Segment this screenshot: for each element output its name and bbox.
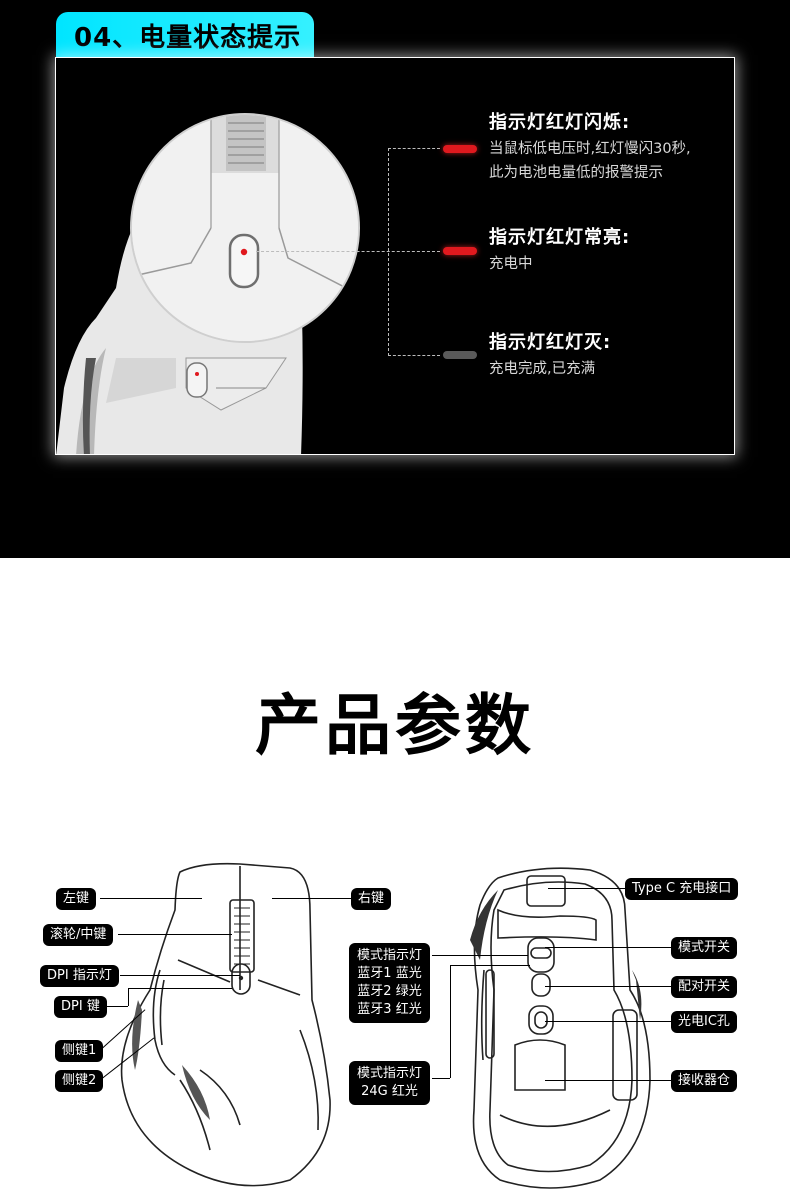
connector-line-middle [256,251,440,252]
section-title: 04、电量状态提示 [56,12,314,58]
leader-scroll-wheel [118,934,232,935]
status-description: 充电完成,已充满 [489,357,734,381]
led-red-steady [443,247,477,255]
leader-mode-indicator-bt [432,955,528,956]
label-left-button: 左键 [56,888,97,910]
status-title: 指示灯红灯闪烁: [489,112,631,133]
leader-dpi-button-vertical [128,988,129,1006]
connector-line-bottom [388,355,440,356]
label-line: 24G 红光 [361,1084,418,1099]
status-description: 当鼠标低电压时,红灯慢闪30秒, 此为电池电量低的报警提示 [489,137,734,185]
led-red-blinking [443,145,477,153]
label-line: 模式指示灯 [357,948,423,963]
label-mode-indicator-bluetooth: 模式指示灯 蓝牙1 蓝光 蓝牙2 绿光 蓝牙3 红光 [349,943,431,1023]
label-scroll-wheel: 滚轮/中键 [43,924,114,946]
status-frame: 指示灯红灯闪烁: 当鼠标低电压时,红灯慢闪30秒, 此为电池电量低的报警提示 指… [55,57,735,455]
leader-dpi-button-end [128,988,232,989]
status-title: 指示灯红灯灭: [489,332,612,353]
label-line: 蓝牙3 红光 [357,1002,422,1017]
leader-right-button [272,898,351,899]
mouse-top-view-shading [132,1000,210,1120]
status-desc-line: 充电完成,已充满 [489,361,596,377]
battery-status-section: 04、电量状态提示 [0,0,790,558]
leader-mode-switch [545,947,671,948]
connector-line-top [388,148,440,149]
label-side-button-2: 侧键2 [55,1070,104,1092]
label-dpi-button: DPI 键 [54,996,107,1018]
led-off [443,351,477,359]
label-optical-sensor: 光电IC孔 [671,1011,737,1033]
label-dpi-indicator: DPI 指示灯 [40,965,119,987]
label-pair-switch: 配对开关 [671,976,738,998]
leader-dpi-button [103,1006,128,1007]
label-mode-switch: 模式开关 [671,937,738,959]
leader-mode-indicator-24g-vertical [450,965,451,1078]
leader-left-button [100,898,202,899]
status-steady: 指示灯红灯常亮: 充电中 [489,223,734,276]
label-type-c-port: Type C 充电接口 [625,878,739,900]
status-off: 指示灯红灯灭: 充电完成,已充满 [489,328,734,381]
status-desc-line: 充电中 [489,256,533,272]
leader-receiver-compartment [545,1080,671,1081]
label-side-button-1: 侧键1 [55,1040,104,1062]
status-desc-line: 此为电池电量低的报警提示 [489,165,663,181]
status-blinking: 指示灯红灯闪烁: 当鼠标低电压时,红灯慢闪30秒, 此为电池电量低的报警提示 [489,108,734,185]
leader-dpi-indicator [120,975,240,976]
label-right-button: 右键 [351,888,392,910]
mouse-top-view [120,862,331,1187]
params-title: 产品参数 [255,687,535,764]
label-line: 蓝牙1 蓝光 [357,966,422,981]
connector-line-vertical [388,148,389,356]
status-desc-line: 当鼠标低电压时,红灯慢闪30秒, [489,141,691,157]
leader-type-c-port [548,888,625,889]
label-receiver-compartment: 接收器仓 [671,1070,738,1092]
leader-mode-indicator-24g [432,1078,450,1079]
label-line: 蓝牙2 绿光 [357,984,422,999]
status-title: 指示灯红灯常亮: [489,227,631,248]
leader-mode-indicator-24g-top [450,965,530,966]
label-mode-indicator-24g: 模式指示灯 24G 红光 [349,1061,431,1105]
leader-pair-switch [545,986,671,987]
status-description: 充电中 [489,252,734,276]
mouse-top-illustration [56,113,360,454]
mouse-bottom-view [472,867,651,1189]
label-line: 模式指示灯 [357,1066,423,1081]
mouse-bottom-view-shading [470,890,642,1020]
leader-optical-sensor [545,1021,671,1022]
mouse-diagram [120,862,651,1189]
